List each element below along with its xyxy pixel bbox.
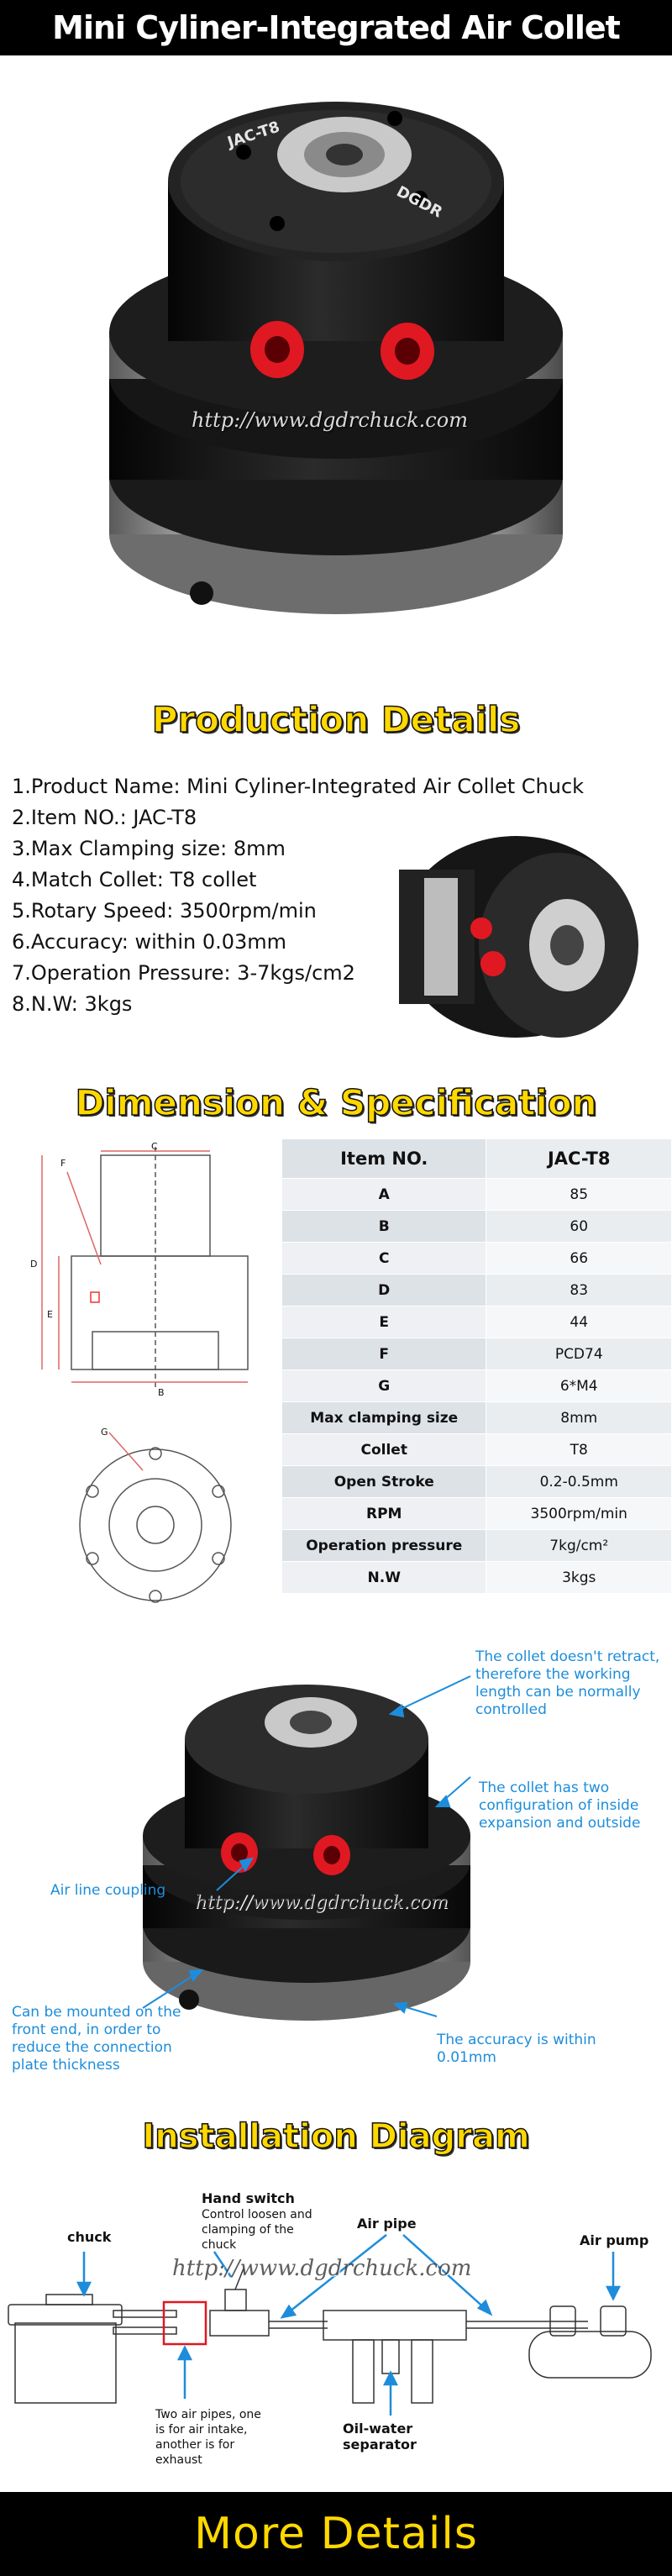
list-item: 6.Accuracy: within 0.03mm <box>12 930 287 954</box>
callout-configuration: The collet has two configuration of insi… <box>479 1780 641 1832</box>
label-air-pump: Air pump <box>580 2232 649 2248</box>
table-cell-value: PCD74 <box>486 1338 672 1370</box>
label-air-pipe: Air pipe <box>357 2216 417 2232</box>
list-item: 8.N.W: 3kgs <box>12 992 133 1016</box>
table-cell-item: D <box>281 1274 487 1306</box>
table-cell-item: B <box>281 1210 487 1243</box>
list-item: 1.Product Name: Mini Cyliner-Integrated … <box>12 775 585 798</box>
watermark: http://www.dgdrchuck.com <box>192 408 468 432</box>
callout-accuracy: The accuracy is within 0.01mm <box>437 2032 596 2066</box>
callout-air-line: Air line coupling <box>50 1882 166 1899</box>
table-header-cell: Item NO. <box>281 1138 487 1179</box>
table-cell-item: Open Stroke <box>281 1465 487 1498</box>
callout-arrows <box>142 1675 471 2017</box>
dim-label-b: B <box>158 1387 165 1398</box>
dim-label-g: G <box>101 1427 108 1438</box>
table-header-row: Item NO.JAC-T8 <box>281 1138 672 1179</box>
more-details-banner[interactable]: More Details <box>0 2492 672 2576</box>
list-item: 7.Operation Pressure: 3-7kgs/cm2 <box>12 961 355 985</box>
label-pipes-note: Two air pipes, one is for air intake, an… <box>155 2408 261 2467</box>
table-cell-value: 44 <box>486 1306 672 1338</box>
label-chuck: chuck <box>67 2229 112 2245</box>
page-title: Mini Cyliner-Integrated Air Collet Chuck <box>0 0 672 102</box>
table-cell-item: E <box>281 1306 487 1338</box>
table-cell-item: RPM <box>281 1497 487 1530</box>
table-cell-value: 3500rpm/min <box>486 1497 672 1530</box>
table-cell-item: F <box>281 1338 487 1370</box>
callout-retract: The collet doesn't retract, therefore th… <box>475 1648 660 1718</box>
table-cell-item: A <box>281 1178 487 1211</box>
production-title: Production Details <box>151 698 521 741</box>
list-item: 4.Match Collet: T8 collet <box>12 868 257 891</box>
list-item: 3.Max Clamping size: 8mm <box>12 837 286 860</box>
feature-photo <box>134 1672 487 2033</box>
dimension-title: Dimension & Specification <box>75 1081 598 1124</box>
table-cell-value: 3kgs <box>486 1561 672 1594</box>
label-hand-switch: Hand switch <box>202 2190 295 2206</box>
table-cell-value: 6*M4 <box>486 1369 672 1402</box>
table-cell-item: Collet <box>281 1433 487 1466</box>
label-hand-switch-desc: Control loosen and clamping of the chuck <box>202 2208 312 2252</box>
table-cell-value: 7kg/cm² <box>486 1529 672 1562</box>
dimension-drawing: F C D E B G <box>8 1138 277 1609</box>
table-cell-item: G <box>281 1369 487 1402</box>
production-list: 1.Product Name: Mini Cyliner-Integrated … <box>12 771 584 1020</box>
table-cell-value: 8mm <box>486 1401 672 1434</box>
dim-label-c: C <box>151 1141 158 1152</box>
table-cell-item: N.W <box>281 1561 487 1594</box>
table-cell-value: 83 <box>486 1274 672 1306</box>
table-cell-value: 0.2-0.5mm <box>486 1465 672 1498</box>
table-cell-item: Max clamping size <box>281 1401 487 1434</box>
dim-label-e: E <box>47 1309 53 1320</box>
table-cell-item: Operation pressure <box>281 1529 487 1562</box>
dim-label-d: D <box>30 1259 38 1270</box>
table-cell-value: T8 <box>486 1433 672 1466</box>
installation-diagram: chuck Hand switch Control loosen and cla… <box>0 2172 672 2479</box>
table-header-cell: JAC-T8 <box>486 1138 672 1179</box>
table-cell-value: 60 <box>486 1210 672 1243</box>
list-item: 5.Rotary Speed: 3500rpm/min <box>12 899 317 923</box>
installation-title: Installation Diagram <box>142 2116 531 2157</box>
dim-label-f: F <box>60 1158 66 1169</box>
callout-front-mount: Can be mounted on the front end, in orde… <box>12 2004 181 2074</box>
hero-photo <box>0 55 672 672</box>
product-side-photo <box>391 819 647 1054</box>
table-cell-item: C <box>281 1242 487 1275</box>
table-cell-value: 66 <box>486 1242 672 1275</box>
watermark-2: http://www.dgdrchuck.com <box>195 1892 449 1913</box>
table-cell-value: 85 <box>486 1178 672 1211</box>
list-item: 2.Item NO.: JAC-T8 <box>12 806 197 829</box>
watermark-3: http://www.dgdrchuck.com <box>172 2256 472 2281</box>
label-separator: Oil-water separator <box>343 2421 417 2452</box>
